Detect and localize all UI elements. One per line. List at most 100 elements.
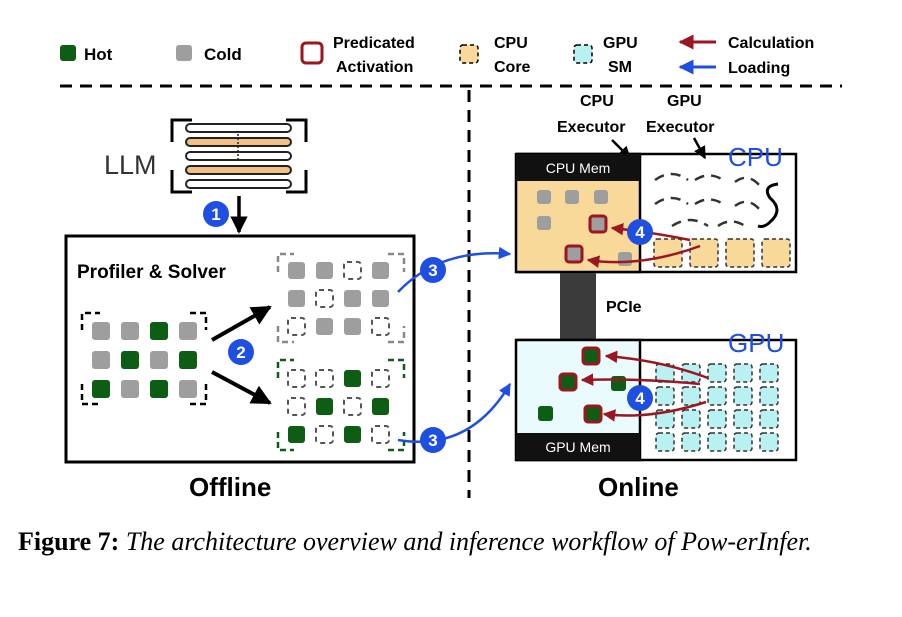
online-title: Online (598, 472, 679, 502)
cold-neuron (537, 216, 551, 230)
cold-neuron (316, 262, 333, 279)
legend-gpu-sm-line1: GPU (603, 35, 638, 52)
empty-neuron-slot (371, 425, 390, 444)
svg-text:1: 1 (211, 205, 220, 224)
gpu-mem-footer (516, 433, 640, 460)
cold-neuron (594, 190, 608, 204)
gpu-sm (681, 432, 701, 452)
load-to-gpu-arrow (397, 382, 512, 444)
cold-partition-matrix (276, 252, 406, 344)
architecture-diagram: Hot Cold Predicated Activation CPU Core … (60, 34, 842, 502)
cold-neuron (344, 318, 361, 335)
hot-neuron (150, 380, 168, 398)
legend-calculation-label: Calculation (728, 35, 814, 52)
cpu-executor-line2: Executor (557, 119, 625, 136)
figure-caption: Figure 7: The architecture overview and … (18, 524, 888, 560)
cold-neuron (121, 322, 139, 340)
gpu-sm (759, 409, 779, 429)
empty-neuron-slot (287, 397, 306, 416)
predicated-cold-neuron (564, 244, 584, 264)
cold-neuron (92, 322, 110, 340)
step-badge-3-gpu: 3 (420, 427, 446, 453)
cpu-core (761, 238, 791, 268)
svg-text:2: 2 (236, 343, 245, 362)
gpu-sm (707, 386, 727, 406)
cold-neuron (372, 262, 389, 279)
legend-gpu-sm-line2: SM (608, 59, 632, 76)
hot-neuron (344, 426, 361, 443)
pcie-bus (560, 273, 596, 339)
cold-neuron (344, 290, 361, 307)
predicated-cold-neuron (588, 214, 608, 234)
hot-partition-matrix (276, 358, 406, 452)
caption-label: Figure 7: (18, 527, 120, 556)
cold-neuron (288, 290, 305, 307)
gpu-sm (733, 386, 753, 406)
gpu-sm (707, 363, 727, 383)
step-badge-1: 1 (203, 201, 229, 227)
svg-text:4: 4 (635, 389, 645, 408)
cold-neuron (618, 252, 632, 266)
gpu-sm (733, 432, 753, 452)
legend-predicated-line2: Activation (336, 59, 413, 76)
llm-block: LLM (104, 118, 308, 194)
cold-neuron (288, 262, 305, 279)
hot-neuron (316, 398, 333, 415)
gpu-sm (681, 386, 701, 406)
gpu-sm (707, 432, 727, 452)
empty-neuron-slot (371, 317, 390, 336)
hot-swatch (60, 45, 76, 61)
gpu-executor-line2: Executor (646, 119, 714, 136)
legend-cpu-core-line2: Core (494, 59, 531, 76)
gpu-sm (655, 432, 675, 452)
hot-neuron (288, 426, 305, 443)
svg-text:3: 3 (428, 431, 437, 450)
gpu-sm (759, 363, 779, 383)
legend-cold-label: Cold (204, 45, 242, 64)
solver-arrow-down (211, 370, 272, 405)
executor-labels: CPU Executor GPU Executor (557, 93, 714, 160)
load-to-cpu-arrow (397, 246, 512, 293)
source-neuron-matrix (80, 311, 208, 406)
cpu-executor-threads (654, 172, 761, 230)
cold-neuron (537, 190, 551, 204)
cpu-mem-label: CPU Mem (546, 160, 611, 176)
predicated-hot-neuron (581, 346, 601, 366)
gpu-outline (516, 338, 798, 462)
empty-neuron-slot (315, 425, 334, 444)
gpu-sm (759, 432, 779, 452)
predicated-hot-neuron (583, 404, 603, 424)
cpu-core-swatch (459, 44, 479, 64)
cpu-mem-header (516, 154, 640, 181)
empty-neuron-slot (315, 289, 334, 308)
predicated-activation-swatch (300, 41, 324, 65)
caption-text: The architecture overview and inference … (125, 527, 812, 556)
hot-neuron (92, 380, 110, 398)
step-badge-2: 2 (228, 339, 254, 365)
svg-text:3: 3 (428, 261, 437, 280)
cpu-core (689, 238, 719, 268)
hot-neuron (344, 370, 361, 387)
svg-text:4: 4 (635, 223, 645, 242)
gpu-label: GPU (728, 328, 784, 358)
cold-neuron (121, 380, 139, 398)
cold-neuron (179, 322, 197, 340)
hot-neuron (538, 406, 553, 421)
step-badge-4-cpu: 4 (627, 219, 653, 245)
gpu-calculation-arrows (580, 350, 709, 422)
hot-neuron (611, 376, 626, 391)
cpu-label: CPU (728, 142, 783, 172)
gpu-sm (655, 363, 675, 383)
cold-neuron (92, 351, 110, 369)
cpu-mem-neurons (537, 190, 632, 266)
gpu-sm (655, 386, 675, 406)
legend: Hot Cold Predicated Activation CPU Core … (60, 34, 814, 77)
step-badge-3-cpu: 3 (420, 257, 446, 283)
gpu-sm (655, 409, 675, 429)
gpu-mem-label: GPU Mem (545, 439, 610, 455)
gpu-sm (733, 409, 753, 429)
gpu-sm (733, 363, 753, 383)
cpu-executor-line1: CPU (580, 93, 614, 110)
empty-neuron-slot (287, 317, 306, 336)
gpu-sm (759, 386, 779, 406)
